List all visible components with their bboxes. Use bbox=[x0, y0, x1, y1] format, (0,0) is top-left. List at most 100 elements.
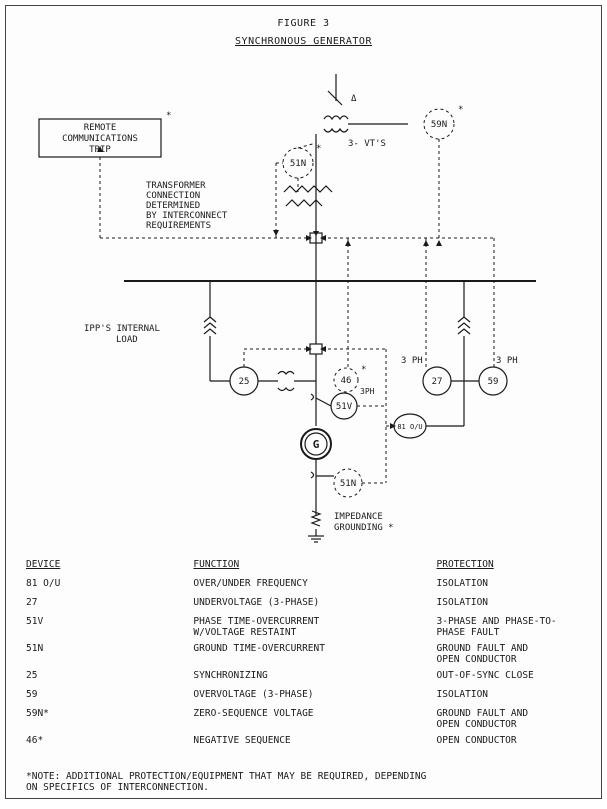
51n-to-ct-line bbox=[297, 142, 317, 149]
relay-51n-bottom-label: 51N bbox=[340, 479, 356, 489]
remote-comm-line-1: REMOTE bbox=[84, 123, 117, 133]
generator-inner bbox=[304, 432, 328, 456]
table-row: 27 UNDERVOLTAGE (3-PHASE) ISOLATION bbox=[26, 597, 586, 616]
row-function: NEGATIVE SEQUENCE bbox=[193, 735, 291, 746]
row-protection: GROUND FAULT AND OPEN CONDUCTOR bbox=[436, 708, 529, 730]
generator-label: G bbox=[313, 438, 320, 451]
transformer-note-3: DETERMINED bbox=[146, 201, 200, 211]
relay-59n-label: 59N bbox=[431, 120, 447, 130]
table-row: 51N GROUND TIME-OVERCURRENT GROUND FAULT… bbox=[26, 643, 586, 670]
row-function: UNDERVOLTAGE (3-PHASE) bbox=[193, 597, 320, 608]
transformer-resistor-upper bbox=[283, 185, 333, 193]
transformer-resistor-lower bbox=[285, 199, 323, 207]
relay-27-label: 27 bbox=[432, 377, 443, 387]
relay-51n-top-circle bbox=[282, 147, 314, 179]
ct-51v bbox=[310, 393, 315, 401]
one-line-diagram: REMOTE COMMUNICATIONS TRIP * Δ 3- VT'S T… bbox=[38, 74, 536, 543]
remote-comm-star: * bbox=[166, 111, 171, 121]
header-function: FUNCTION bbox=[193, 559, 240, 570]
vts-label: 3- VT'S bbox=[348, 139, 386, 149]
grounding-resistor bbox=[310, 510, 322, 527]
arrow-81 bbox=[390, 423, 396, 429]
relay-46-circle bbox=[333, 367, 359, 393]
table-row: 59N* ZERO-SEQUENCE VOLTAGE GROUND FAULT … bbox=[26, 708, 586, 735]
row-device: 27 bbox=[26, 597, 38, 608]
row-device: 59 bbox=[26, 689, 38, 700]
relay-59-label: 59 bbox=[488, 377, 499, 387]
label-3ph-small: 3PH bbox=[360, 387, 375, 396]
ct-51n-bottom bbox=[310, 471, 315, 479]
sync-vt-coil bbox=[277, 370, 295, 392]
row-device: 25 bbox=[26, 670, 38, 681]
row-protection: OPEN CONDUCTOR bbox=[436, 735, 517, 746]
arrow-46 bbox=[345, 240, 351, 246]
table-row: 59 OVERVOLTAGE (3-PHASE) ISOLATION bbox=[26, 689, 586, 708]
delta-symbol: Δ bbox=[351, 94, 357, 104]
footnote: *NOTE: ADDITIONAL PROTECTION/EQUIPMENT T… bbox=[26, 771, 427, 793]
row-protection: ISOLATION bbox=[436, 578, 489, 589]
arrow-left-in bbox=[306, 235, 312, 241]
impedance-line-2: GROUNDING * bbox=[334, 523, 394, 533]
load-resistor bbox=[203, 316, 217, 335]
table-row: 81 O/U OVER/UNDER FREQUENCY ISOLATION bbox=[26, 578, 586, 597]
relay-25-label: 25 bbox=[239, 377, 250, 387]
relay-46-star: * bbox=[361, 365, 366, 375]
transformer-note-2: CONNECTION bbox=[146, 191, 200, 201]
row-protection: ISOLATION bbox=[436, 597, 489, 608]
arrow-right-in bbox=[320, 235, 326, 241]
vt-primary-coil bbox=[323, 115, 349, 121]
table-row: 25 SYNCHRONIZING OUT-OF-SYNC CLOSE bbox=[26, 670, 586, 689]
row-protection: 3-PHASE AND PHASE-TO- PHASE FAULT bbox=[436, 616, 557, 638]
row-device: 81 O/U bbox=[26, 578, 61, 589]
row-function: SYNCHRONIZING bbox=[193, 670, 268, 681]
row-function: GROUND TIME-OVERCURRENT bbox=[193, 643, 325, 654]
row-device: 59N* bbox=[26, 708, 49, 719]
relay-59n-star: * bbox=[458, 105, 463, 115]
remote-comm-line-2: COMMUNICATIONS bbox=[62, 134, 138, 144]
table-row: 46* NEGATIVE SEQUENCE OPEN CONDUCTOR bbox=[26, 735, 586, 754]
arrester bbox=[327, 90, 343, 106]
figure-page: FIGURE 3 SYNCHRONOUS GENERATOR bbox=[5, 5, 602, 799]
figure-title: FIGURE 3 bbox=[277, 18, 330, 29]
row-device: 51N bbox=[26, 643, 44, 654]
arrow-remote bbox=[97, 146, 103, 152]
device-table: DEVICE FUNCTION PROTECTION 81 O/U OVER/U… bbox=[26, 559, 586, 754]
relay-59n-circle bbox=[423, 108, 455, 140]
row-device: 51V bbox=[26, 616, 44, 627]
row-function: PHASE TIME-OVERCURRENT W/VOLTAGE RESTAIN… bbox=[193, 616, 320, 638]
row-protection: ISOLATION bbox=[436, 689, 489, 700]
row-device: 46* bbox=[26, 735, 44, 746]
row-protection: GROUND FAULT AND OPEN CONDUCTOR bbox=[436, 643, 529, 665]
relay-51n-top-label: 51N bbox=[290, 159, 306, 169]
relay-46-label: 46 bbox=[341, 376, 352, 386]
label-3ph-right: 3 PH bbox=[496, 356, 518, 366]
relay-51v-label: 51V bbox=[336, 402, 353, 412]
arrow-lower-left bbox=[306, 346, 312, 352]
impedance-line-1: IMPEDANCE bbox=[334, 512, 383, 522]
table-header: DEVICE FUNCTION PROTECTION bbox=[26, 559, 586, 570]
arrow-51n bbox=[273, 230, 279, 236]
transformer-note-5: REQUIREMENTS bbox=[146, 221, 211, 231]
table-row: 51V PHASE TIME-OVERCURRENT W/VOLTAGE RES… bbox=[26, 616, 586, 643]
ct-to-51v-line bbox=[315, 397, 332, 407]
header-protection: PROTECTION bbox=[436, 559, 494, 570]
relay-81-label: 81 O/U bbox=[397, 423, 422, 431]
row-protection: OUT-OF-SYNC CLOSE bbox=[436, 670, 534, 681]
arrow-59n bbox=[436, 240, 442, 246]
transformer-note-1: TRANSFORMER bbox=[146, 181, 206, 191]
arrow-main-down bbox=[313, 231, 319, 236]
relay-51n-top-star: * bbox=[316, 144, 321, 154]
row-function: OVERVOLTAGE (3-PHASE) bbox=[193, 689, 314, 700]
transformer-note-4: BY INTERCONNECT bbox=[146, 211, 228, 221]
remote-comm-line-3: TRIP bbox=[89, 145, 111, 155]
ipp-load-line-1: IPP'S INTERNAL bbox=[84, 324, 160, 334]
vt-27-59-resistor bbox=[457, 316, 471, 335]
vt-secondary-coil bbox=[323, 127, 349, 133]
figure-subtitle: SYNCHRONOUS GENERATOR bbox=[235, 36, 372, 47]
ipp-load-line-2: LOAD bbox=[116, 335, 138, 345]
row-function: OVER/UNDER FREQUENCY bbox=[193, 578, 308, 589]
header-device: DEVICE bbox=[26, 559, 61, 570]
arrow-lower-right bbox=[320, 346, 326, 352]
arrow-27 bbox=[423, 240, 429, 246]
label-3ph-left: 3 PH bbox=[401, 356, 423, 366]
